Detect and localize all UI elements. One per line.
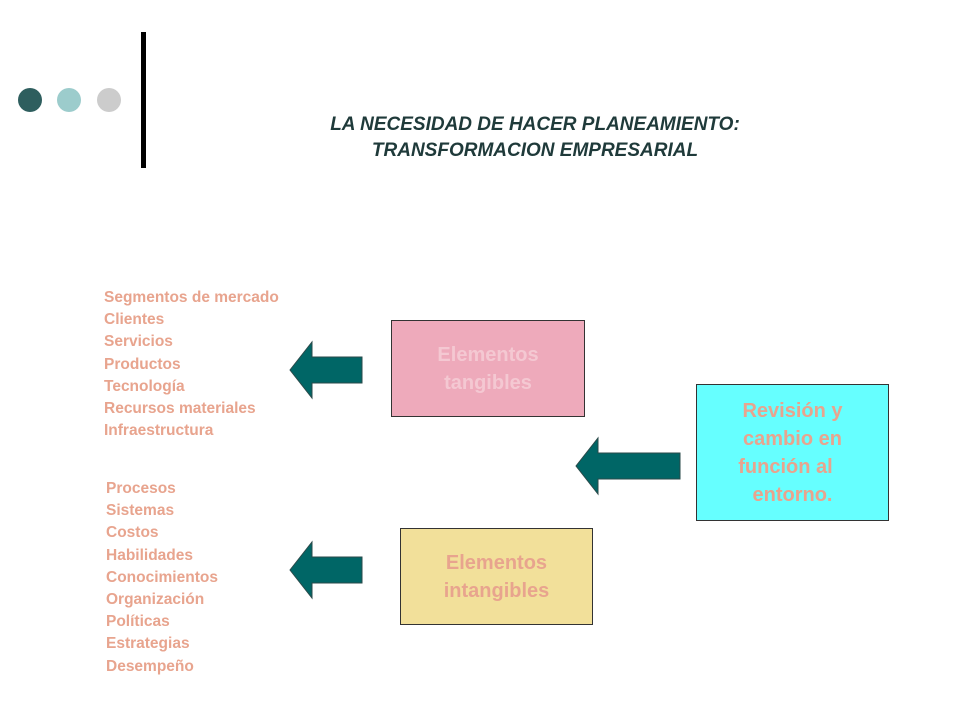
tangibles-box-line-2: tangibles bbox=[444, 371, 532, 394]
list-item: Productos bbox=[104, 355, 181, 373]
tangibles-box: Elementos tangibles bbox=[391, 320, 585, 417]
intangibles-box-line-2: intangibles bbox=[443, 579, 550, 602]
intangibles-box-line-1: Elementos bbox=[445, 551, 548, 574]
list-item: Servicios bbox=[104, 333, 173, 351]
list-item: Recursos materiales bbox=[104, 400, 256, 418]
list-item: Costos bbox=[106, 524, 159, 542]
decor-dot-3 bbox=[97, 88, 121, 112]
decor-dot-2 bbox=[57, 88, 81, 112]
tangible-list: Segmentos de mercado Clientes Servicios … bbox=[104, 287, 279, 442]
list-item: Clientes bbox=[104, 311, 165, 329]
revision-box-line-4: entorno. bbox=[752, 483, 833, 506]
list-item: Sistemas bbox=[106, 502, 175, 520]
list-item: Habilidades bbox=[106, 546, 193, 564]
list-item: Infraestructura bbox=[104, 422, 214, 440]
list-item: Segmentos de mercado bbox=[104, 289, 279, 306]
tangibles-box-line-1: Elementos bbox=[437, 343, 539, 366]
revision-box-line-3: función al bbox=[738, 455, 833, 478]
list-item: Organización bbox=[106, 591, 205, 609]
revision-box-line-2: cambio en bbox=[743, 427, 842, 450]
slide-title: LA NECESIDAD DE HACER PLANEAMIENTO: TRAN… bbox=[250, 112, 820, 164]
revision-box: Revisión y cambio en función al entorno. bbox=[696, 384, 889, 521]
list-item: Tecnología bbox=[104, 377, 185, 395]
list-item: Estrategias bbox=[106, 635, 190, 653]
intangibles-box: Elementos intangibles bbox=[400, 528, 593, 625]
list-item: Conocimientos bbox=[106, 568, 218, 586]
decor-dot-1 bbox=[18, 88, 42, 112]
title-line-1: LA NECESIDAD DE HACER PLANEAMIENTO: bbox=[330, 114, 740, 135]
list-item: Desempeño bbox=[106, 657, 194, 675]
left-arrow-intangibles-icon bbox=[289, 540, 363, 600]
intangible-list: Procesos Sistemas Costos Habilidades Con… bbox=[106, 478, 218, 678]
decor-vertical-bar bbox=[141, 32, 146, 168]
left-arrow-revision-icon bbox=[575, 436, 681, 496]
list-item: Procesos bbox=[106, 480, 176, 497]
title-line-2: TRANSFORMACION EMPRESARIAL bbox=[371, 140, 699, 161]
left-arrow-tangibles-icon bbox=[289, 340, 363, 400]
list-item: Políticas bbox=[106, 613, 170, 631]
revision-box-line-1: Revisión y bbox=[742, 399, 843, 422]
